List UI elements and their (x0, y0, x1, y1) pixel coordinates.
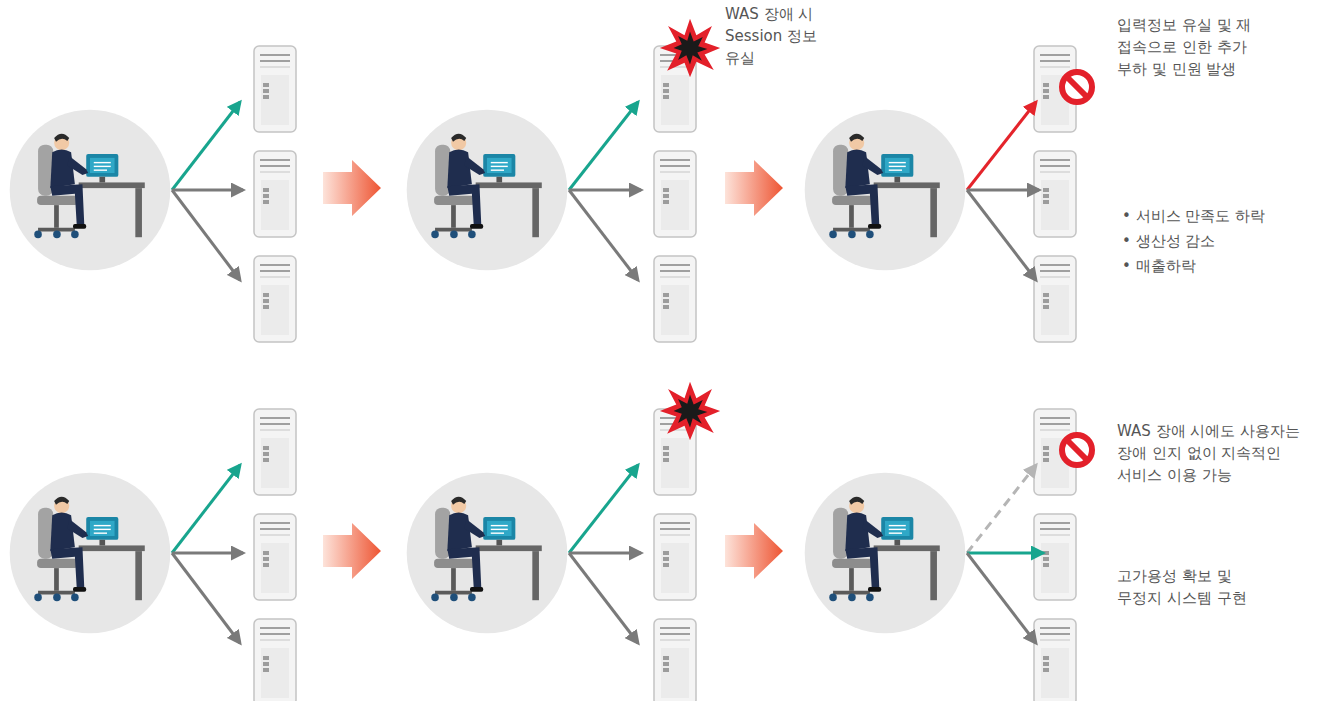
request-arrow (569, 552, 641, 555)
failure-burst (660, 19, 720, 78)
request-arrow (172, 465, 240, 553)
request-arrow (569, 553, 638, 643)
server-icon (1034, 514, 1076, 600)
request-arrow (967, 553, 1036, 643)
callout-text: WAS 장애 시에도 사용자는 장애 인지 없이 지속적인 서비스 이용 가능 (1117, 420, 1301, 486)
callout-text: 고가용성 확보 및 무정지 시스템 구현 (1117, 565, 1267, 609)
server-icon (1034, 256, 1076, 342)
request-arrow (569, 190, 638, 280)
callout-text: • 생산성 감소 (1122, 230, 1292, 252)
server-icon (254, 514, 296, 600)
request-arrow (172, 189, 243, 192)
no-entry-sign (1062, 435, 1092, 465)
callout-text: 입력정보 유실 및 재 접속으로 인한 추가 부하 및 민원 발생 (1117, 14, 1259, 80)
failed-request-arrow (967, 102, 1036, 190)
request-arrow (172, 552, 243, 555)
request-arrow (967, 552, 1043, 555)
server-icon (1034, 151, 1076, 237)
scenario-row-failure (10, 19, 1092, 342)
server-icon (254, 256, 296, 342)
server-icon (1034, 619, 1076, 701)
callout-text: WAS 장애 시 Session 정보 유실 (725, 3, 817, 69)
user-illustration (407, 473, 568, 634)
request-arrow (569, 189, 641, 192)
user-illustration (10, 473, 171, 634)
user-illustration (10, 110, 171, 271)
request-arrow (967, 190, 1036, 280)
scenario-row-ha (10, 382, 1092, 701)
server-icon (654, 151, 696, 237)
callout-text: • 매출하락 (1122, 255, 1292, 277)
callout-text: • 서비스 만족도 하락 (1122, 205, 1292, 227)
user-illustration (805, 110, 966, 271)
server-icon (654, 514, 696, 600)
request-arrow (967, 189, 1039, 192)
user-illustration (407, 110, 568, 271)
failure-burst (660, 382, 720, 441)
server-icon (254, 151, 296, 237)
server-icon (654, 256, 696, 342)
server-icon (654, 619, 696, 701)
server-icon (254, 409, 296, 495)
request-arrow (569, 465, 638, 553)
user-illustration (805, 473, 966, 634)
server-icon (254, 619, 296, 701)
step-arrow (323, 160, 381, 216)
no-entry-sign (1062, 72, 1092, 102)
request-arrow (172, 102, 240, 190)
step-arrow (725, 160, 783, 216)
request-arrow (172, 190, 240, 280)
request-arrow (569, 102, 638, 190)
server-icon (254, 46, 296, 132)
step-arrow (323, 523, 381, 579)
failover-arrow (967, 465, 1036, 553)
request-arrow (172, 553, 240, 643)
step-arrow (725, 523, 783, 579)
